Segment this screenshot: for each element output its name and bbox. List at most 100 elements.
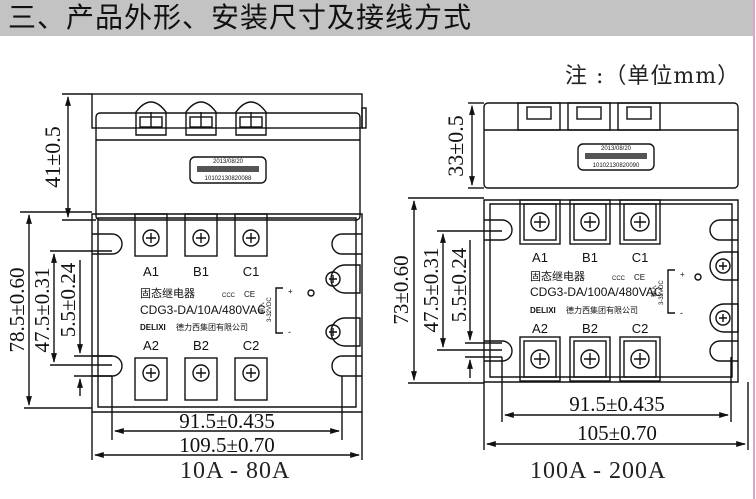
ccc-mark: CCC xyxy=(222,293,236,299)
section-header: 三、产品外形、安装尺寸及接线方式 xyxy=(0,0,753,36)
model-range-caption: 10A - 80A xyxy=(180,458,291,484)
top-view xyxy=(408,197,749,450)
output-terminal-b1 xyxy=(569,199,611,245)
product-label-plate xyxy=(577,143,655,171)
terminal-label-b1: B1 xyxy=(193,264,209,279)
mount-width-dim: 91.5±0.435 xyxy=(179,409,275,433)
output-terminal-c1 xyxy=(234,213,268,257)
plus-sign: + xyxy=(680,270,685,279)
mount-slot xyxy=(484,340,513,362)
input-voltage: 3-32VDC xyxy=(659,280,665,305)
input-label: 输入 xyxy=(258,302,266,314)
model-100a-200a: 2013/08/20 10102130820090 33±0.5 xyxy=(389,102,749,450)
terminal-label-c1: C1 xyxy=(243,264,260,279)
mount-slot xyxy=(484,219,513,241)
side-terminal xyxy=(567,102,611,131)
side-view xyxy=(62,93,367,221)
ccc-mark: CCC xyxy=(612,276,626,282)
brand-name: DELIXI xyxy=(530,306,556,315)
barcode xyxy=(585,153,647,159)
side-terminal xyxy=(617,102,661,131)
side-height-dim: 41±0.5 xyxy=(40,126,65,188)
side-terminal xyxy=(185,101,217,136)
indicator-led xyxy=(307,289,315,297)
section-title: 三、产品外形、安装尺寸及接线方式 xyxy=(8,1,473,34)
mount-slot xyxy=(709,340,738,362)
brand-name: DELIXI xyxy=(140,323,166,332)
side-terminal xyxy=(517,102,561,131)
hole-spacing-dim: 47.5±0.31 xyxy=(419,247,443,332)
output-terminal-b2 xyxy=(569,336,611,382)
side-body xyxy=(95,112,361,221)
label-date: 2013/08/20 xyxy=(601,146,632,152)
barcode xyxy=(197,166,259,172)
indicator-led xyxy=(694,273,702,281)
output-terminal-b1 xyxy=(184,213,218,257)
mount-slot xyxy=(709,219,738,241)
side-view xyxy=(468,102,739,189)
input-label: 输入 xyxy=(650,285,658,297)
output-terminal-c2 xyxy=(234,357,268,401)
top-view xyxy=(20,211,363,460)
unit-note: 注 :（单位mm） xyxy=(565,64,741,89)
mount-width-dim: 91.5±0.435 xyxy=(569,392,665,416)
output-terminal-a2 xyxy=(519,336,561,382)
mount-slot xyxy=(92,233,123,255)
model-range-caption: 100A - 200A xyxy=(530,458,667,484)
company-name: 德力西集团有限公司 xyxy=(176,322,248,332)
input-terminal xyxy=(709,251,739,281)
output-terminal-a1 xyxy=(519,199,561,245)
height-dim: 73±0.60 xyxy=(389,255,413,324)
minus-sign: - xyxy=(288,327,291,337)
terminal-label-a2: A2 xyxy=(532,321,548,336)
output-terminal-b2 xyxy=(184,357,218,401)
side-height-dim: 33±0.5 xyxy=(443,115,468,177)
output-terminal-c2 xyxy=(619,336,661,382)
product-label-plate xyxy=(189,156,267,184)
ce-mark: CE xyxy=(634,273,645,282)
label-date: 2013/08/20 xyxy=(213,159,244,165)
label-serial: 10102130820088 xyxy=(205,176,252,182)
terminal-label-c2: C2 xyxy=(243,338,260,353)
side-body-top xyxy=(91,93,363,129)
hole-dim: 5.5±0.24 xyxy=(447,247,471,322)
output-terminal-a1 xyxy=(134,213,168,257)
terminal-label-b2: B2 xyxy=(582,321,598,336)
minus-sign: - xyxy=(680,308,683,318)
input-voltage: 3-32VDC xyxy=(267,297,273,322)
model-code: CDG3-DA/10A/480VAC xyxy=(140,303,266,317)
hole-dim: 5.5±0.24 xyxy=(56,262,80,337)
company-name: 德力西集团有限公司 xyxy=(566,305,638,315)
height-dim: 78.5±0.60 xyxy=(5,267,29,352)
side-terminal xyxy=(135,101,167,136)
ce-mark: CE xyxy=(244,290,255,299)
mount-slot xyxy=(331,233,362,255)
side-terminal xyxy=(235,101,267,136)
terminal-label-c1: C1 xyxy=(632,250,649,265)
input-terminal xyxy=(325,264,361,294)
terminal-label-c2: C2 xyxy=(632,321,649,336)
total-width-dim: 105±0.70 xyxy=(577,421,657,445)
side-body xyxy=(483,102,739,189)
model-code: CDG3-DA/100A/480VAC xyxy=(530,285,663,299)
label-serial: 10102130820090 xyxy=(593,163,640,169)
terminal-label-a1: A1 xyxy=(532,250,548,265)
mount-slot xyxy=(331,355,362,377)
product-name: 固态继电器 xyxy=(530,270,585,283)
terminal-label-b1: B1 xyxy=(582,250,598,265)
hole-spacing-dim: 47.5±0.31 xyxy=(30,267,54,352)
output-terminal-c1 xyxy=(619,199,661,245)
input-terminal xyxy=(709,303,739,333)
mount-slot xyxy=(92,355,123,377)
output-terminal-a2 xyxy=(134,357,168,401)
model-10a-80a: 2013/08/20 10102130820088 41±0.5 xyxy=(5,93,367,460)
product-name: 固态继电器 xyxy=(140,287,195,300)
terminal-label-b2: B2 xyxy=(193,338,209,353)
input-terminal xyxy=(325,317,361,347)
plus-sign: + xyxy=(288,287,293,296)
terminal-label-a1: A1 xyxy=(143,264,159,279)
terminal-label-a2: A2 xyxy=(143,338,159,353)
total-width-dim: 109.5±0.70 xyxy=(179,433,275,457)
page-border xyxy=(753,0,755,499)
